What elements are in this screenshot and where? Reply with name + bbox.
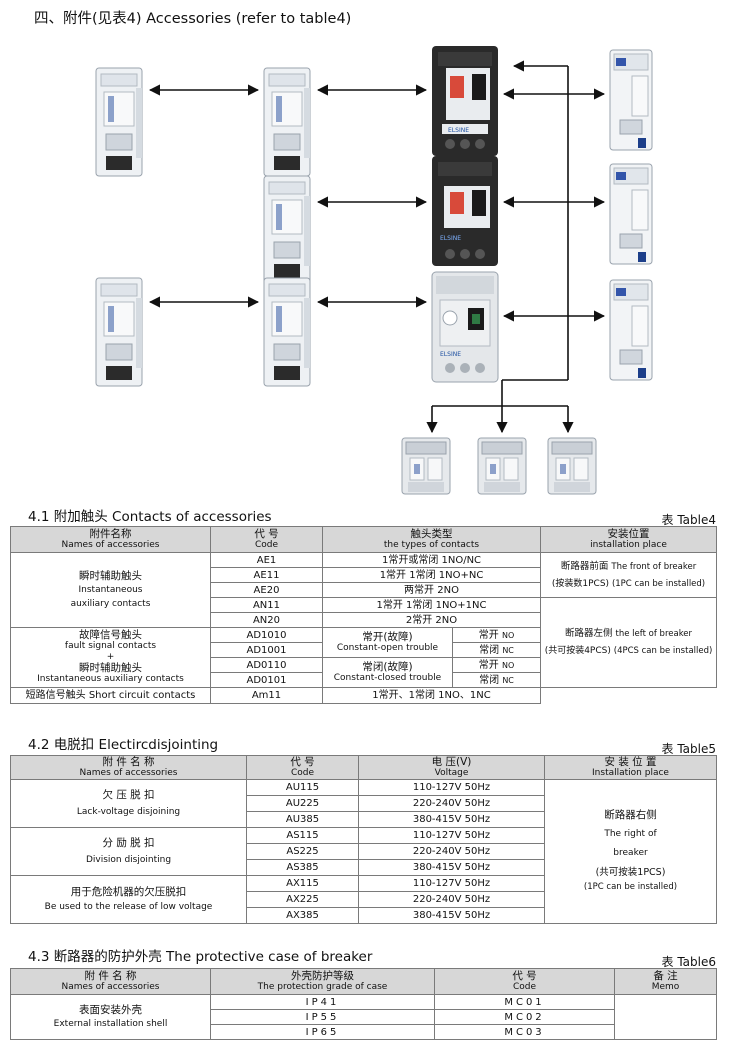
- protective-case-3: [547, 437, 597, 495]
- code-cell: AE20: [210, 582, 323, 598]
- place-left: 断路器左侧 the left of breaker (共可按装4PCS) (4P…: [540, 597, 718, 688]
- code-cell: AS115: [246, 827, 359, 844]
- voltage-cell: 110-127V 50Hz: [358, 779, 545, 796]
- group3-name: 短路信号触头 Short circuit contacts: [10, 687, 211, 704]
- code-cell: AX385: [246, 907, 359, 924]
- code-cell: AX115: [246, 875, 359, 892]
- voltage-cell: 380-415V 50Hz: [358, 907, 545, 924]
- code-cell: AU225: [246, 795, 359, 812]
- motor-breaker-3: ELSINE: [431, 271, 499, 383]
- breaker-2-brand: ELSINE: [440, 235, 461, 242]
- memo-cell: [614, 994, 717, 1040]
- code-cell: AN11: [210, 597, 323, 613]
- protective-case-1: [401, 437, 451, 495]
- side-trip-module-3: [609, 279, 653, 381]
- aux-contact-module-1: [95, 67, 143, 177]
- type-cell: 2常开 2NO: [321, 612, 542, 628]
- code-cell: Am11: [210, 687, 323, 704]
- grade-cell: IP55: [210, 1009, 435, 1025]
- type-cell: 1常开、1常闭 1NO、1NC: [321, 687, 542, 704]
- section3-table-tag: 表 Table6: [661, 955, 716, 969]
- side-trip-module-2: [609, 163, 653, 265]
- code-cell: AX225: [246, 891, 359, 908]
- code-cell: AN20: [210, 612, 323, 628]
- breaker-3-brand: ELSINE: [440, 351, 461, 358]
- page-title: 四、附件(见表4) Accessories (refer to table4): [34, 11, 352, 27]
- code-cell: MC03: [434, 1024, 615, 1040]
- side-trip-module-1: [609, 49, 653, 151]
- trouble-open: 常开(故障)Constant-open trouble: [322, 627, 453, 658]
- voltage-cell: 110-127V 50Hz: [358, 875, 545, 892]
- voltage-cell: 110-127V 50Hz: [358, 827, 545, 844]
- trouble-closed: 常闭(故障)Constant-closed trouble: [322, 657, 453, 688]
- sub-contact: 常开 NO: [451, 627, 542, 643]
- code-cell: AS385: [246, 859, 359, 876]
- section2-title: 4.2 电脱扣 Electircdisjointing: [28, 737, 219, 753]
- code-cell: AU115: [246, 779, 359, 796]
- aux-contact-module-3: [263, 175, 311, 285]
- voltage-cell: 220-240V 50Hz: [358, 843, 545, 860]
- grade-cell: IP65: [210, 1024, 435, 1040]
- code-cell: AD0110: [210, 657, 323, 673]
- code-cell: AS225: [246, 843, 359, 860]
- aux-contact-module-4: [95, 277, 143, 387]
- accessories-diagram: ELSINE ELSINE ELSINE: [95, 46, 653, 495]
- type-cell: 两常开 2NO: [321, 582, 542, 598]
- code-cell: MC02: [434, 1009, 615, 1025]
- grade-cell: IP41: [210, 994, 435, 1010]
- sub-contact: 常开 NO: [451, 657, 542, 673]
- code-cell: AU385: [246, 811, 359, 828]
- section3-title: 4.3 断路器的防护外壳 The protective case of brea…: [28, 949, 373, 965]
- aux-contact-module-5: [263, 277, 311, 387]
- type-cell: 1常开或常闭 1NO/NC: [321, 552, 542, 568]
- sub-contact: 常闭 NC: [451, 642, 542, 658]
- motor-breaker-1: ELSINE: [432, 46, 498, 156]
- section1-title: 4.1 附加触头 Contacts of accessories: [28, 509, 272, 525]
- code-cell: AD1010: [210, 627, 323, 643]
- breaker-1-brand: ELSINE: [448, 127, 469, 134]
- group2-name: 故障信号触头 fault signal contacts + 瞬时辅助触头 In…: [10, 627, 211, 688]
- voltage-cell: 380-415V 50Hz: [358, 859, 545, 876]
- voltage-cell: 220-240V 50Hz: [358, 891, 545, 908]
- type-cell: 1常开 1常闭 1NO+1NC: [321, 597, 542, 613]
- sub-contact: 常闭 NC: [451, 672, 542, 688]
- voltage-cell: 220-240V 50Hz: [358, 795, 545, 812]
- motor-breaker-2: ELSINE: [432, 156, 498, 266]
- voltage-cell: 380-415V 50Hz: [358, 811, 545, 828]
- place-right: 断路器右侧 The right of breaker (共可按装1PCS) (1…: [544, 779, 717, 924]
- aux-contact-module-2: [263, 67, 311, 177]
- group1-name: 瞬时辅助触头 Instantaneous auxiliary contacts: [10, 552, 211, 628]
- protective-case-2: [477, 437, 527, 495]
- code-cell: AE1: [210, 552, 323, 568]
- type-cell: 1常开 1常闭 1NO+NC: [321, 567, 542, 583]
- header-voltage: 电 压(V)Voltage: [358, 755, 545, 780]
- code-cell: AE11: [210, 567, 323, 583]
- code-cell: AD1001: [210, 642, 323, 658]
- place-front: 断路器前面 The front of breaker (按装数1PCS) (1P…: [540, 552, 718, 598]
- section2-table-tag: 表 Table5: [661, 742, 716, 756]
- code-cell: AD0101: [210, 672, 323, 688]
- section1-table-tag: 表 Table4: [661, 513, 716, 527]
- code-cell: MC01: [434, 994, 615, 1010]
